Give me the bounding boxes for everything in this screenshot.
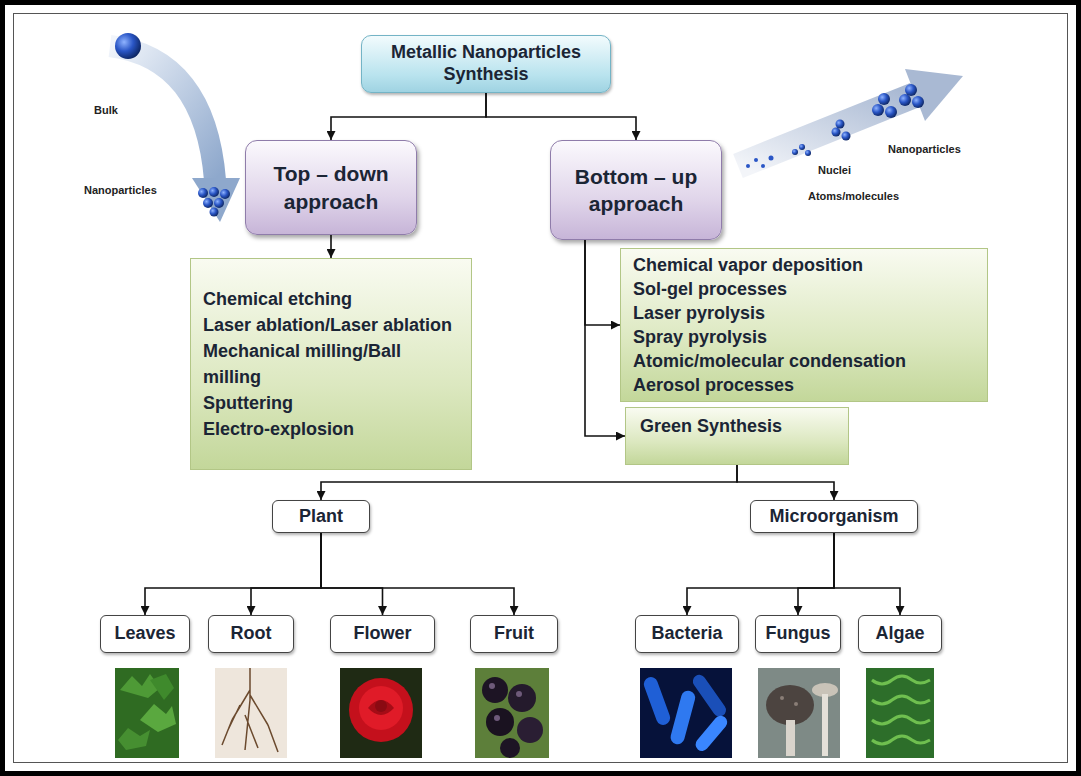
method-list: Chemical etchingLaser ablation/Laser abl… bbox=[190, 258, 472, 470]
connector-arrow bbox=[486, 93, 636, 140]
connector-arrow bbox=[585, 240, 625, 436]
connector-arrow bbox=[798, 533, 834, 615]
box-text: Chemical vapor deposition bbox=[633, 253, 975, 277]
box-text: Plant bbox=[279, 506, 363, 528]
box-text: Spray pyrolysis bbox=[633, 325, 975, 349]
fungus-photo bbox=[758, 668, 840, 758]
connector-arrow bbox=[321, 533, 383, 615]
root-photo bbox=[215, 668, 287, 758]
box-text: Fruit bbox=[477, 623, 551, 645]
box-text: Flower bbox=[337, 623, 428, 645]
connector-arrow bbox=[834, 533, 900, 615]
annotation-label: Nanoparticles bbox=[84, 184, 157, 196]
box-text: Laser ablation/Laser ablation bbox=[203, 312, 459, 338]
source-part-box: Flower bbox=[330, 615, 435, 653]
source-box: Plant bbox=[272, 500, 370, 533]
connector-arrow bbox=[687, 533, 834, 615]
source-part-box: Algae bbox=[858, 615, 942, 653]
approach-box: Bottom – up approach bbox=[550, 140, 722, 240]
connector-arrow bbox=[251, 533, 321, 615]
box-text: Atomic/molecular condensation bbox=[633, 349, 975, 373]
box-text: Sputtering bbox=[203, 390, 459, 416]
flower-photo bbox=[340, 668, 422, 758]
bottom-up-arrow bbox=[738, 69, 963, 168]
box-text: Root bbox=[215, 623, 287, 645]
connector-arrow bbox=[331, 93, 486, 140]
annotation-label: Nuclei bbox=[818, 164, 851, 176]
box-text: Aerosol processes bbox=[633, 373, 975, 397]
approach-box: Top – down approach bbox=[245, 140, 417, 235]
source-part-box: Fungus bbox=[755, 615, 841, 653]
box-text: Microorganism bbox=[757, 506, 911, 528]
bacteria-photo bbox=[640, 668, 732, 758]
source-part-box: Root bbox=[208, 615, 294, 653]
category-box: Green Synthesis bbox=[625, 407, 849, 465]
box-text: Metallic Nanoparticles Synthesis bbox=[372, 42, 600, 85]
method-list: Chemical vapor depositionSol-gel process… bbox=[620, 248, 988, 402]
connector-arrow bbox=[585, 240, 620, 325]
annotation-label: Nanoparticles bbox=[888, 143, 961, 155]
algae-photo bbox=[866, 668, 934, 758]
connector-arrow bbox=[330, 235, 332, 258]
source-box: Microorganism bbox=[750, 500, 918, 533]
box-text: Laser pyrolysis bbox=[633, 301, 975, 325]
box-text: Mechanical milling/Ball milling bbox=[203, 338, 459, 390]
connector-arrow bbox=[737, 465, 834, 500]
box-text: Chemical etching bbox=[203, 286, 459, 312]
source-part-box: Bacteria bbox=[635, 615, 739, 653]
annotation-label: Atoms/molecules bbox=[808, 190, 899, 202]
box-text: Electro-explosion bbox=[203, 416, 459, 442]
box-text: Top – down approach bbox=[256, 160, 406, 215]
box-text: Fungus bbox=[762, 623, 834, 645]
fruit-photo bbox=[475, 668, 549, 758]
box-text: Sol-gel processes bbox=[633, 277, 975, 301]
box-text: Bottom – up approach bbox=[561, 163, 711, 218]
box-text: Bacteria bbox=[642, 623, 732, 645]
connector-arrow bbox=[321, 533, 514, 615]
source-part-box: Leaves bbox=[100, 615, 190, 653]
annotation-label: Bulk bbox=[94, 104, 118, 116]
source-part-box: Fruit bbox=[470, 615, 558, 653]
connector-arrow bbox=[145, 533, 321, 615]
leaves-photo bbox=[115, 668, 179, 758]
box-text: Green Synthesis bbox=[640, 416, 834, 438]
box-text: Algae bbox=[865, 623, 935, 645]
root-box: Metallic Nanoparticles Synthesis bbox=[361, 35, 611, 93]
connector-arrow bbox=[321, 465, 737, 500]
box-text: Leaves bbox=[107, 623, 183, 645]
